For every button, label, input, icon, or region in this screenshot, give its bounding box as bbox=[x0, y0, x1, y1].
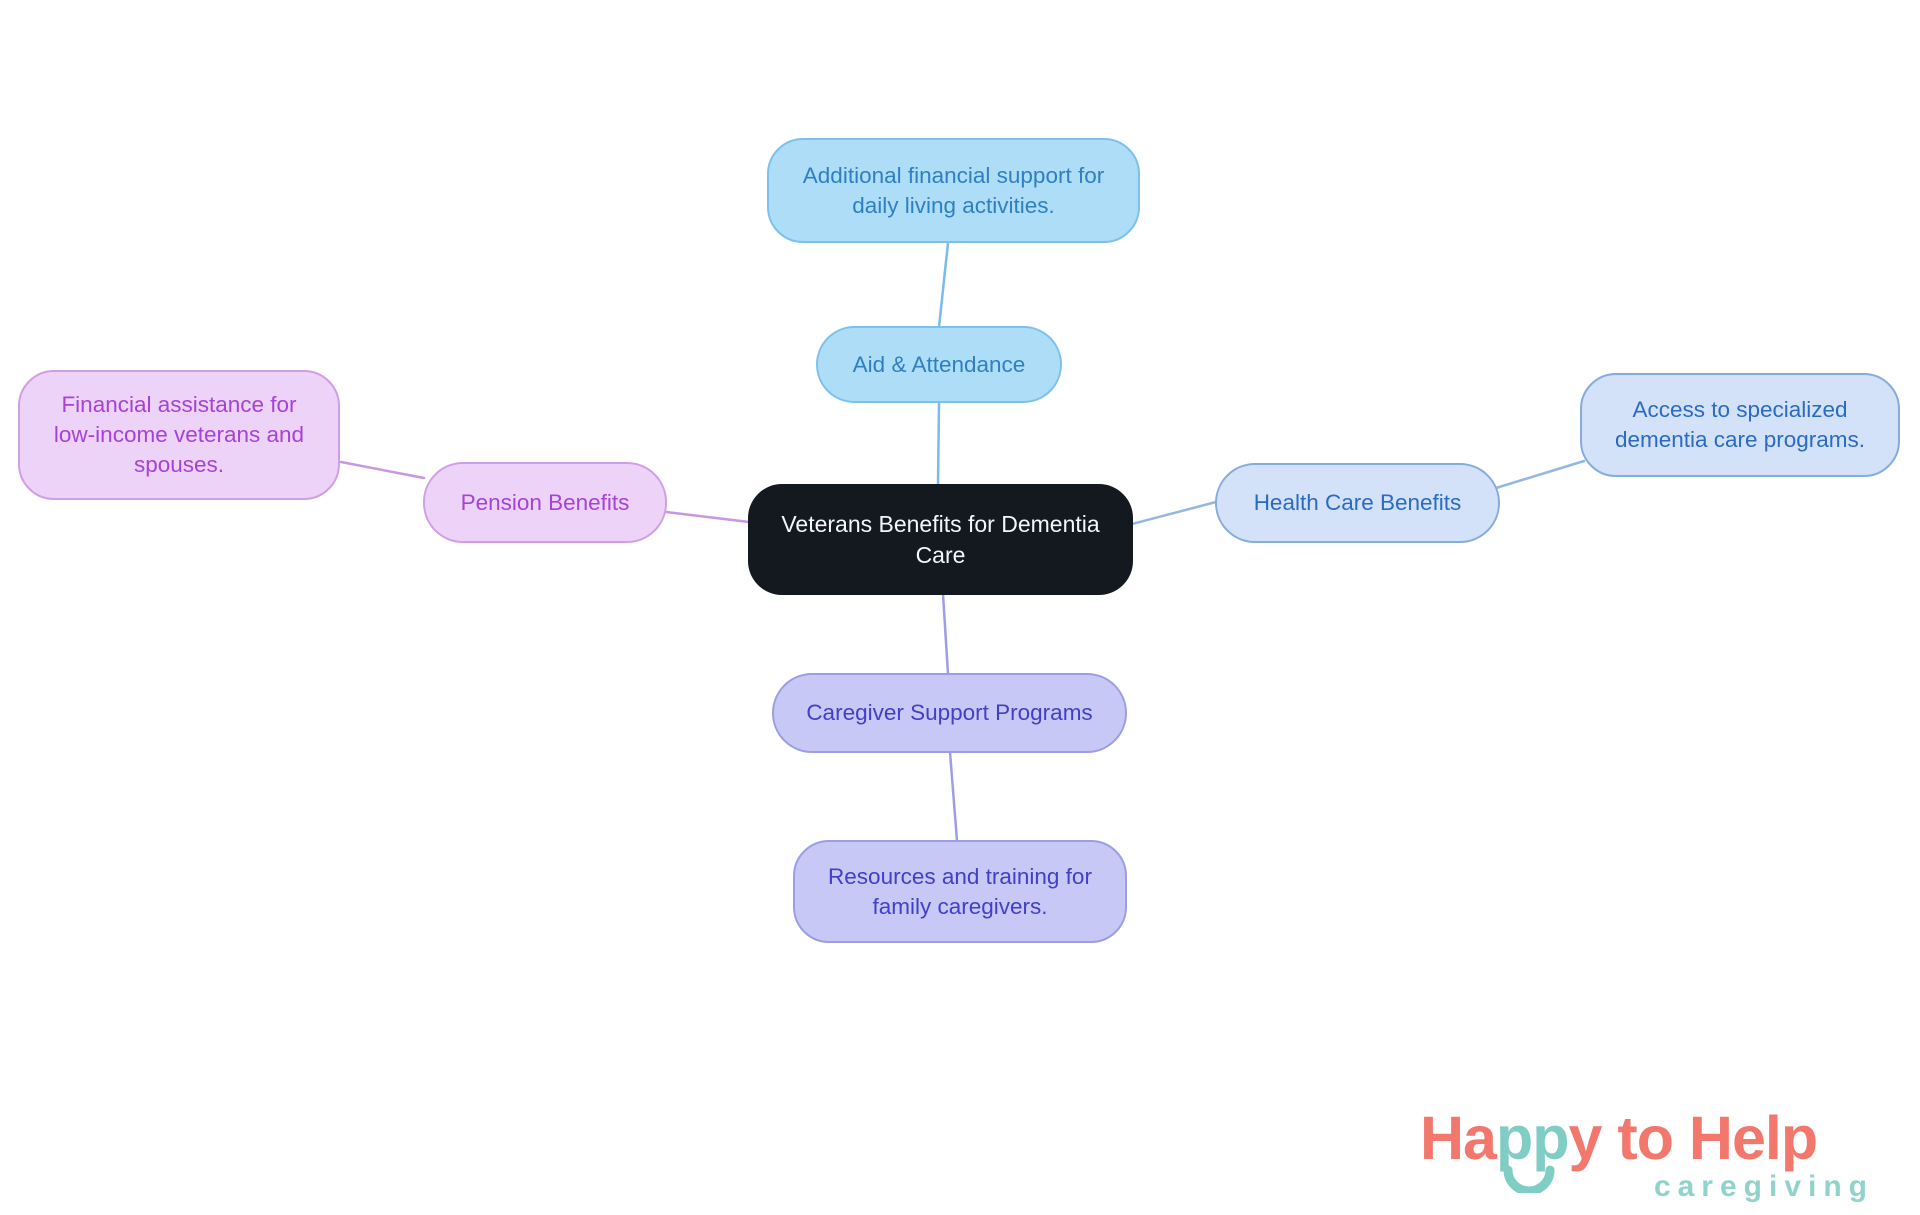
central-node[interactable]: Veterans Benefits for Dementia Care bbox=[748, 484, 1133, 595]
child-label-additional-financial-support: Additional financial support for daily l… bbox=[802, 162, 1105, 218]
child-label-specialized-dementia-programs: Access to specialized dementia care prog… bbox=[1614, 397, 1866, 452]
child-node-additional-financial-support[interactable]: Additional financial support for daily l… bbox=[767, 138, 1140, 243]
connector-caregiver-to-child bbox=[948, 750, 959, 843]
connector-center-to-pension bbox=[664, 510, 751, 524]
branch-label-aid-attendance: Aid & Attendance bbox=[852, 351, 1026, 377]
logo-text-pp: pp bbox=[1496, 1108, 1570, 1193]
connector-center-to-caregiver bbox=[941, 592, 950, 676]
branch-label-health-care-benefits: Health Care Benefits bbox=[1253, 490, 1462, 516]
child-node-financial-assistance[interactable]: Financial assistance for low-income vete… bbox=[18, 370, 340, 500]
central-node-label: Veterans Benefits for Dementia Care bbox=[781, 511, 1100, 568]
branch-node-caregiver-support-programs[interactable]: Caregiver Support Programs bbox=[772, 673, 1127, 753]
child-node-resources-and-training[interactable]: Resources and training for family caregi… bbox=[793, 840, 1127, 943]
child-node-specialized-dementia-programs[interactable]: Access to specialized dementia care prog… bbox=[1580, 373, 1900, 477]
connector-aid-to-child bbox=[937, 241, 950, 329]
logo-text-ha: Ha bbox=[1420, 1104, 1497, 1172]
child-label-financial-assistance: Financial assistance for low-income vete… bbox=[53, 392, 305, 477]
branch-node-aid-attendance[interactable]: Aid & Attendance bbox=[816, 326, 1062, 403]
logo-text-y-to-help: y to Help bbox=[1568, 1104, 1819, 1172]
connector-center-to-aid bbox=[936, 400, 941, 487]
connector-health-to-child bbox=[1494, 459, 1586, 490]
connector-pension-to-child bbox=[339, 460, 426, 480]
smile-icon bbox=[1503, 1165, 1555, 1193]
logo-subtitle-caregiving: caregiving bbox=[1653, 1170, 1874, 1203]
branch-label-pension-benefits: Pension Benefits bbox=[460, 489, 630, 515]
child-label-resources-and-training: Resources and training for family caregi… bbox=[828, 863, 1092, 919]
connector-center-to-health bbox=[1130, 500, 1218, 526]
branch-node-health-care-benefits[interactable]: Health Care Benefits bbox=[1215, 463, 1500, 543]
branch-node-pension-benefits[interactable]: Pension Benefits bbox=[423, 462, 667, 543]
branch-label-caregiver-support-programs: Caregiver Support Programs bbox=[806, 700, 1093, 726]
